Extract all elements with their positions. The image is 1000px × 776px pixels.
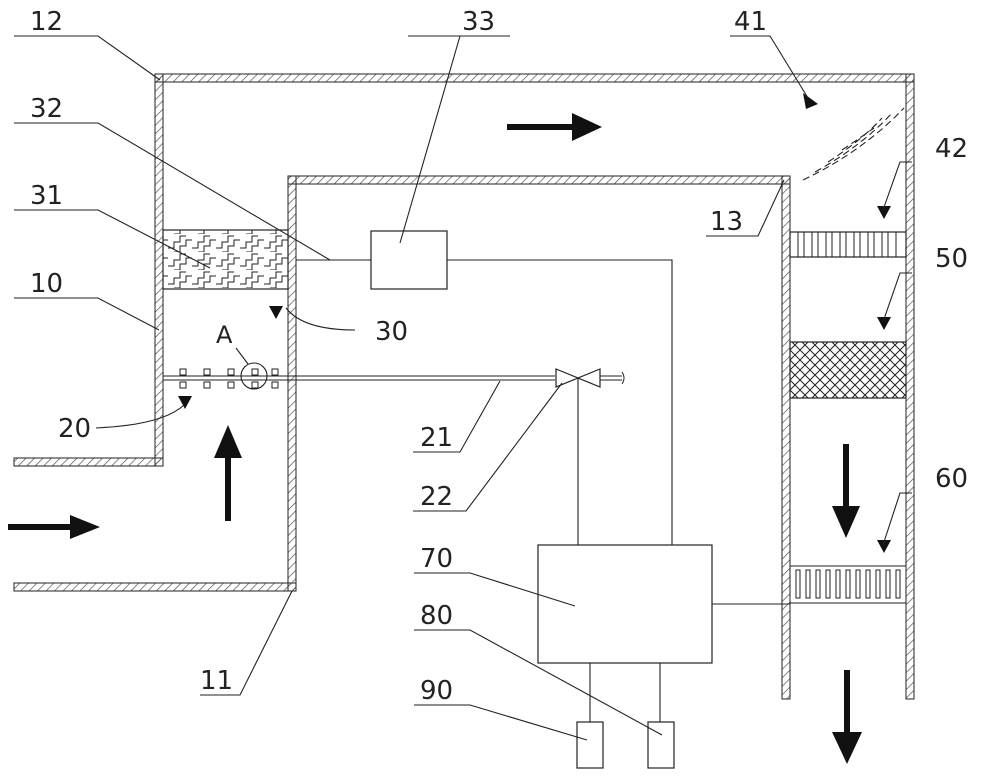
flow-arrow-top: [507, 113, 602, 141]
flow-arrow-inlet: [8, 515, 100, 539]
pointer-60: [877, 540, 891, 553]
pointer-42: [877, 206, 891, 219]
spray-pipe-21: [163, 362, 625, 390]
reference-labels: 12 32 31 10 20 30 A 33 21 22 11 13 41 42…: [30, 7, 968, 706]
leader-33: [399, 35, 510, 244]
label-21: 21: [420, 423, 453, 453]
top-inner-wall: [287, 175, 791, 185]
leader-50: [882, 272, 912, 323]
filter-50: [789, 341, 907, 399]
label-41: 41: [734, 7, 767, 37]
label-33: 33: [462, 7, 495, 37]
flow-arrow-down: [832, 444, 860, 538]
label-30: 30: [375, 317, 408, 347]
downcomer-inner-wall: [781, 175, 791, 700]
pointer-50: [877, 317, 891, 330]
leader-70: [414, 572, 576, 607]
leader-A: [235, 347, 249, 365]
leader-42: [882, 161, 912, 211]
grille-42: [789, 231, 907, 258]
leader-13: [706, 179, 785, 237]
flow-arrows: [8, 113, 862, 764]
heater-60: [790, 565, 906, 604]
label-50: 50: [935, 244, 968, 274]
sound-wave-41: [802, 107, 905, 181]
duct-walls: [13, 73, 915, 700]
sensor-box-33: [370, 230, 448, 290]
label-42: 42: [935, 134, 968, 164]
pointer-30: [269, 306, 283, 319]
label-22: 22: [420, 482, 453, 512]
pointer-20: [178, 396, 192, 409]
flow-arrow-up: [214, 425, 242, 521]
downcomer-outer-wall: [905, 73, 915, 700]
inlet-duct-top-wall: [13, 457, 164, 467]
label-12: 12: [30, 7, 63, 37]
riser-inner-wall: [287, 175, 297, 592]
leader-90: [414, 704, 588, 741]
label-90: 90: [420, 676, 453, 706]
label-60: 60: [935, 464, 968, 494]
leader-11: [200, 590, 293, 696]
label-20: 20: [58, 414, 91, 444]
leader-41: [730, 35, 809, 99]
filter-31: [162, 229, 289, 290]
leader-10: [14, 297, 160, 331]
label-10: 10: [30, 269, 63, 299]
flow-arrow-outlet: [832, 670, 862, 764]
top-outer-wall: [154, 73, 915, 83]
label-80: 80: [420, 601, 453, 631]
label-32: 32: [30, 94, 63, 124]
controller-70: [537, 544, 713, 664]
leader-32: [14, 122, 331, 261]
pointer-41: [803, 93, 818, 109]
leader-12: [14, 35, 161, 81]
leader-21: [413, 380, 501, 453]
label-11: 11: [200, 666, 233, 696]
label-70: 70: [420, 544, 453, 574]
leader-22: [413, 382, 563, 512]
leader-lines: [14, 35, 912, 741]
riser-outer-wall: [154, 73, 164, 467]
valve-22: [555, 368, 601, 388]
leader-60: [882, 492, 912, 546]
wire-33-70: [447, 259, 673, 545]
sensor-90: [576, 721, 604, 769]
leader-80: [414, 629, 663, 736]
inlet-duct-bottom-wall: [13, 582, 297, 592]
label-A: A: [216, 321, 233, 349]
label-13: 13: [710, 207, 743, 237]
detail-circle-A: [240, 362, 268, 390]
label-31: 31: [30, 181, 63, 211]
leader-30: [285, 307, 356, 331]
leader-20: [95, 404, 185, 429]
leader-31: [14, 209, 211, 269]
